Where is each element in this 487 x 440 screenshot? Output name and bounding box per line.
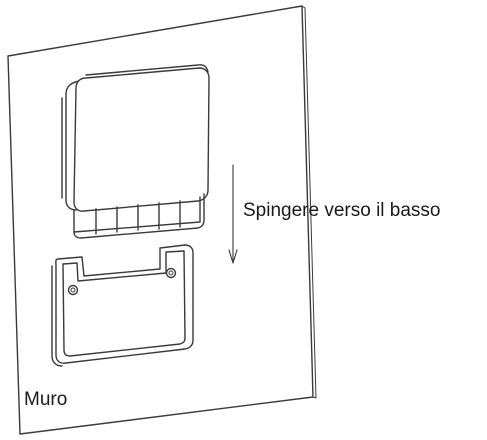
wall-label: Muro [24,389,68,410]
device-unit [61,64,210,239]
push-down-label: Spingere verso il basso [243,200,441,221]
push-down-arrow [228,164,238,264]
mounting-plate [51,244,194,367]
screw-hole-right [165,267,177,279]
device-buttons [95,200,181,235]
screw-hole-left [67,284,79,296]
